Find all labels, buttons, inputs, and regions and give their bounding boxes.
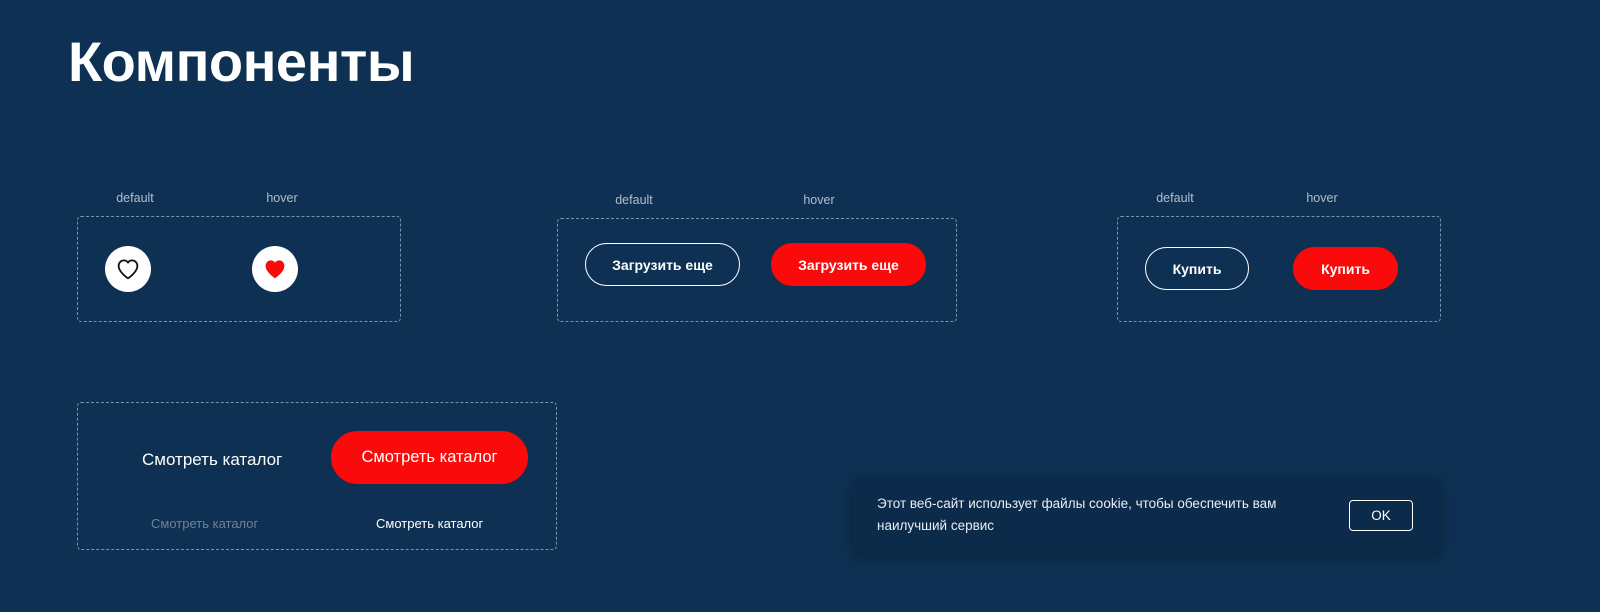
cookie-accept-button[interactable]: OK xyxy=(1349,499,1413,531)
state-label-hover: hover xyxy=(266,191,298,205)
state-label-default: default xyxy=(615,193,653,207)
spec-frame xyxy=(557,218,957,322)
heart-filled-icon xyxy=(263,258,287,280)
buy-button-hover[interactable]: Купить xyxy=(1293,247,1398,290)
spec-frame xyxy=(77,402,557,550)
catalog-links-group: Смотреть каталог Смотреть каталог Смотре… xyxy=(77,402,557,550)
state-label-default: default xyxy=(1156,191,1194,205)
state-labels: default hover xyxy=(557,190,957,210)
load-more-buttons-group: default hover Загрузить еще Загрузить ещ… xyxy=(557,190,957,322)
cookie-consent-banner: Этот веб-сайт использует файлы cookie, ч… xyxy=(853,477,1441,553)
buy-button-default[interactable]: Купить xyxy=(1145,247,1249,290)
page-title: Компоненты xyxy=(68,30,415,93)
state-label-hover: hover xyxy=(1306,191,1338,205)
catalog-button-hover[interactable]: Смотреть каталог xyxy=(331,431,528,484)
state-label-default: default xyxy=(116,191,154,205)
state-labels: default hover xyxy=(1117,188,1441,208)
spec-frame xyxy=(77,216,401,322)
load-more-button-default[interactable]: Загрузить еще xyxy=(585,243,740,286)
catalog-link-default[interactable]: Смотреть каталог xyxy=(142,450,283,469)
heart-outline-icon xyxy=(116,258,140,280)
catalog-link-small-disabled[interactable]: Смотреть каталог xyxy=(151,516,259,531)
load-more-button-hover[interactable]: Загрузить еще xyxy=(771,243,926,286)
favourite-button-default[interactable] xyxy=(105,246,151,292)
favourite-button-hover[interactable] xyxy=(252,246,298,292)
state-label-hover: hover xyxy=(803,193,835,207)
catalog-link-small-default[interactable]: Смотреть каталог xyxy=(376,516,484,531)
spec-frame xyxy=(1117,216,1441,322)
state-labels: default hover xyxy=(77,188,401,208)
buy-buttons-group: default hover Купить Купить xyxy=(1117,188,1441,322)
cookie-message: Этот веб-сайт использует файлы cookie, ч… xyxy=(877,495,1277,533)
favourite-buttons-group: default hover xyxy=(77,188,401,322)
